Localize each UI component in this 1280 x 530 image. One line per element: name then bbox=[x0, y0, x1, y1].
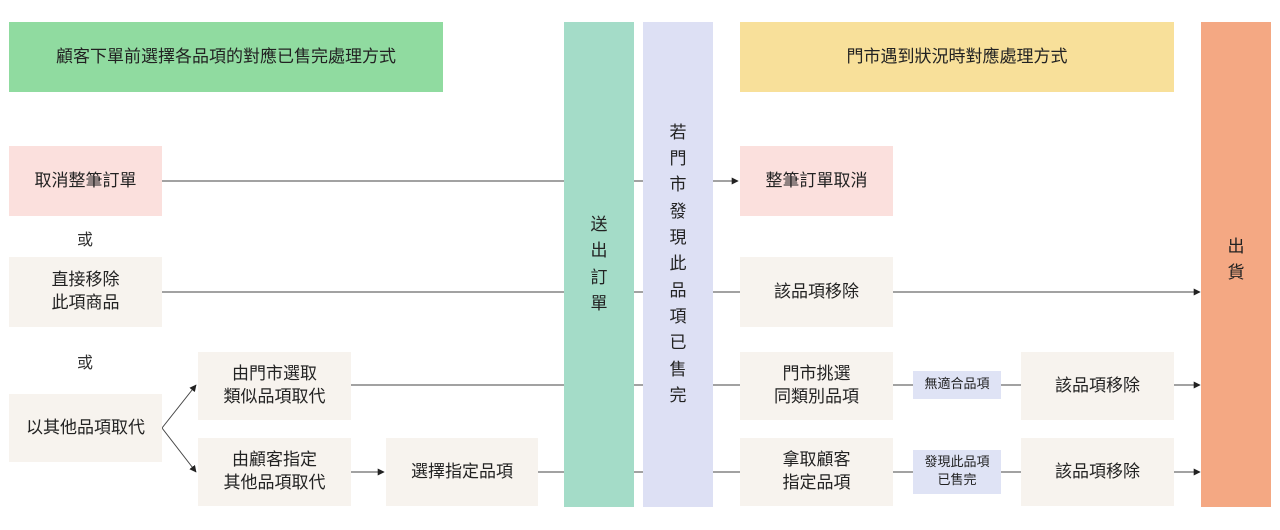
column-ship-label: 出貨 bbox=[1227, 237, 1245, 284]
column-store-check: 若門市發現此品項已售完 bbox=[643, 22, 713, 507]
outcome-item-removed-3: 該品項移除 bbox=[1021, 438, 1174, 506]
outcome-item-removed: 該品項移除 bbox=[740, 257, 893, 327]
outcome-store-pick: 門市挑選 同類別品項 bbox=[740, 352, 893, 420]
or-text-1: 或 bbox=[77, 230, 94, 249]
option-remove-item: 直接移除 此項商品 bbox=[9, 257, 162, 327]
outcome-take-customer-item: 拿取顧客 指定品項 bbox=[740, 438, 893, 506]
option-substitute: 以其他品項取代 bbox=[9, 394, 162, 462]
column-ship: 出貨 bbox=[1201, 22, 1271, 507]
outcome-item-removed-2: 該品項移除 bbox=[1021, 352, 1174, 420]
column-store-check-label: 若門市發現此品項已售完 bbox=[669, 122, 687, 407]
header-store-handling: 門市遇到狀況時對應處理方式 bbox=[740, 22, 1174, 92]
column-send-order-label: 送出訂單 bbox=[590, 214, 608, 314]
header-customer-options: 顧客下單前選擇各品項的對應已售完處理方式 bbox=[9, 22, 443, 92]
outcome-order-cancelled: 整筆訂單取消 bbox=[740, 146, 893, 216]
option-cancel-order: 取消整筆訂單 bbox=[9, 146, 162, 216]
label-found-soldout: 發現此品項 已售完 bbox=[913, 450, 1001, 494]
option-customer-choose: 由顧客指定 其他品項取代 bbox=[198, 438, 351, 506]
label-no-match: 無適合品項 bbox=[913, 371, 1001, 399]
option-store-choose: 由門市選取 類似品項取代 bbox=[198, 352, 351, 420]
or-text-2: 或 bbox=[77, 353, 94, 372]
column-send-order: 送出訂單 bbox=[564, 22, 634, 507]
arrow-to-customer-choose bbox=[161, 427, 197, 473]
arrow-to-store-choose bbox=[161, 384, 197, 429]
option-select-item: 選擇指定品項 bbox=[386, 438, 538, 506]
